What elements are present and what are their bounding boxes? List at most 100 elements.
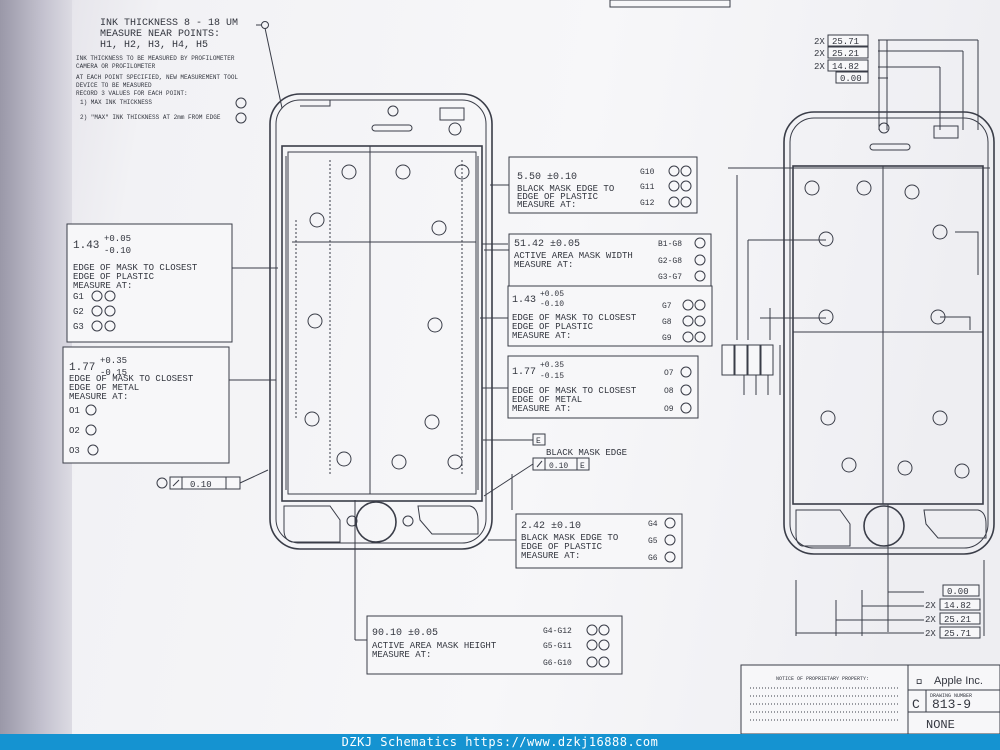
tolerance-plus: +0.35 — [540, 361, 564, 370]
title-block-frame — [740, 664, 1000, 734]
dims-bottom: 0.00 2X 14.82 2X 25.21 2X 25.71 — [925, 584, 981, 639]
home-button — [863, 505, 905, 547]
callout-box — [508, 233, 712, 287]
point-symbol — [104, 290, 116, 302]
measure-point-label: G4 — [648, 520, 658, 529]
measure-point-label: G2 — [73, 307, 84, 317]
marker-G5 — [391, 454, 407, 470]
point-symbol — [87, 444, 99, 456]
callout-b3: 1.43 +0.05 -0.10 EDGE OF MASK TO CLOSEST… — [480, 285, 713, 347]
callout-b6: 90.10 ±0.05 ACTIVE AREA MASK HEIGHT MEAS… — [354, 500, 623, 675]
tolerance-plus: +0.35 — [100, 356, 127, 366]
flatness-symbol — [156, 477, 168, 489]
callout-text: ACTIVE AREA MASK HEIGHT — [372, 641, 497, 651]
leader-line — [256, 24, 283, 109]
callout-box — [515, 513, 683, 569]
callout-text: MEASURE AT: — [512, 331, 571, 341]
flatness-callout-left: 0.10 — [156, 469, 269, 490]
dim-value: 1.43 — [73, 240, 99, 252]
tolerance-plus: +0.05 — [104, 234, 131, 244]
note-text: DEVICE TO BE MEASURED — [76, 82, 152, 89]
point-symbol — [91, 290, 103, 302]
callout-b2: 51.42 ±0.05 ACTIVE AREA MASK WIDTH MEASU… — [484, 233, 712, 287]
note-text: 2) "MAX" INK THICKNESS AT 2mm FROM EDGE — [80, 114, 221, 121]
bottom-bracket-left — [283, 505, 341, 543]
callout-text: EDGE OF PLASTIC — [73, 272, 155, 282]
note-text: RECORD 3 VALUES FOR EACH POINT: — [76, 90, 188, 97]
measure-point-label: G8 — [662, 318, 672, 327]
note-text: AT EACH POINT SPECIFIED, NEW MEASUREMENT… — [76, 74, 238, 81]
dim-value: 25.21 — [832, 49, 859, 59]
measure-point-label: G6-G10 — [543, 659, 572, 668]
title-block: NOTICE OF PROPRIETARY PROPERTY:  Apple … — [740, 664, 1000, 734]
marker-G3 — [304, 411, 320, 427]
callout-box — [366, 615, 623, 675]
measure-point-label: O8 — [664, 387, 674, 396]
marker-G4 — [336, 451, 352, 467]
binder-edge — [0, 0, 72, 734]
marker-G2 — [307, 313, 323, 329]
drawing-number-label: DRAWING NUMBER — [930, 693, 972, 699]
callout-box — [507, 355, 699, 419]
dim-value: 14.82 — [944, 601, 971, 611]
left-box-bottom: 1.77 +0.35 -0.15 EDGE OF MASK TO CLOSEST… — [62, 346, 276, 464]
phone-outline-dimensioned — [721, 39, 995, 636]
callout-text: MEASURE AT: — [372, 650, 431, 660]
dim-qualifier: 2X — [814, 37, 825, 47]
callout-text: EDGE OF PLASTIC — [512, 322, 594, 332]
callout-text: MEASURE AT: — [521, 551, 580, 561]
center-line — [292, 146, 508, 494]
measure-point-label: O2 — [69, 426, 80, 436]
callout-text: EDGE OF MASK TO CLOSEST — [73, 263, 198, 273]
dim-value: 25.21 — [944, 615, 971, 625]
active-area-mask — [281, 145, 483, 502]
callout-text: EDGE OF METAL — [512, 395, 582, 405]
tolerance-minus: -0.10 — [104, 246, 131, 256]
ink-notes: INK THICKNESS 8 - 18 UM MEASURE NEAR POI… — [76, 18, 283, 124]
callout-text: MEASURE AT: — [517, 200, 576, 210]
tolerance-plus: +0.05 — [540, 290, 564, 299]
callout-b1: 5.50 ±0.10 BLACK MASK EDGE TO EDGE OF PL… — [490, 156, 698, 214]
callout-b4: 1.77 +0.35 -0.15 EDGE OF MASK TO CLOSEST… — [482, 355, 699, 419]
phone-outline-front — [269, 93, 508, 550]
callout-text: BLACK MASK EDGE TO — [517, 184, 614, 194]
measure-point-label: G3-G7 — [658, 273, 682, 282]
callout-box — [508, 156, 698, 214]
dim-value: 2.42 ±0.10 — [521, 521, 581, 532]
callout-text: EDGE OF MASK TO CLOSEST — [512, 313, 637, 323]
dim-value: 5.50 ±0.10 — [517, 172, 577, 183]
measure-point-label: O9 — [664, 405, 674, 414]
leader-line — [239, 469, 269, 484]
dim-value: 0.00 — [840, 74, 862, 84]
marker-G7 — [431, 220, 447, 236]
dim-value: 51.42 ±0.05 — [514, 239, 580, 250]
point-symbol — [104, 320, 116, 332]
dim-value: 1.77 — [512, 367, 536, 378]
drawing-svg: INK THICKNESS 8 - 18 UM MEASURE NEAR POI… — [62, 0, 1000, 734]
point-symbol — [91, 320, 103, 332]
callout-text: BLACK MASK EDGE — [546, 448, 627, 458]
marker-G8 — [427, 317, 443, 333]
note-text: INK THICKNESS TO BE MEASURED BY PROFILOM… — [76, 55, 235, 62]
note-text: 1) MAX INK THICKNESS — [80, 99, 152, 106]
dim-value: 1.43 — [512, 295, 536, 306]
earpiece — [371, 124, 413, 132]
callout-text: ACTIVE AREA MASK WIDTH — [514, 251, 633, 261]
callout-text: BLACK MASK EDGE TO — [521, 533, 618, 543]
callout-text: EDGE OF PLASTIC — [517, 192, 599, 202]
datum-letter: E — [536, 437, 541, 446]
home-button — [355, 501, 397, 543]
measure-point-label: G9 — [662, 334, 672, 343]
dim-value: 25.71 — [832, 37, 859, 47]
measure-point-label: G5-G11 — [543, 642, 572, 651]
dims-top: 2X 25.71 2X 25.21 2X 14.82 0.00 — [814, 34, 869, 84]
phone-body — [269, 93, 493, 550]
left-box-top: 1.43 +0.05 -0.10 EDGE OF MASK TO CLOSEST… — [66, 223, 278, 343]
dim-qualifier: 2X — [814, 49, 825, 59]
sheet-size: C — [912, 697, 920, 712]
watermark-footer: DZKJ Schematics https://www.dzkj16888.co… — [0, 734, 1000, 750]
callout-b5: 2.42 ±0.10 BLACK MASK EDGE TO EDGE OF PL… — [488, 474, 683, 569]
scale-value: NONE — [926, 718, 955, 732]
dim-qualifier: 2X — [925, 615, 936, 625]
measure-point-label: G3 — [73, 322, 84, 332]
